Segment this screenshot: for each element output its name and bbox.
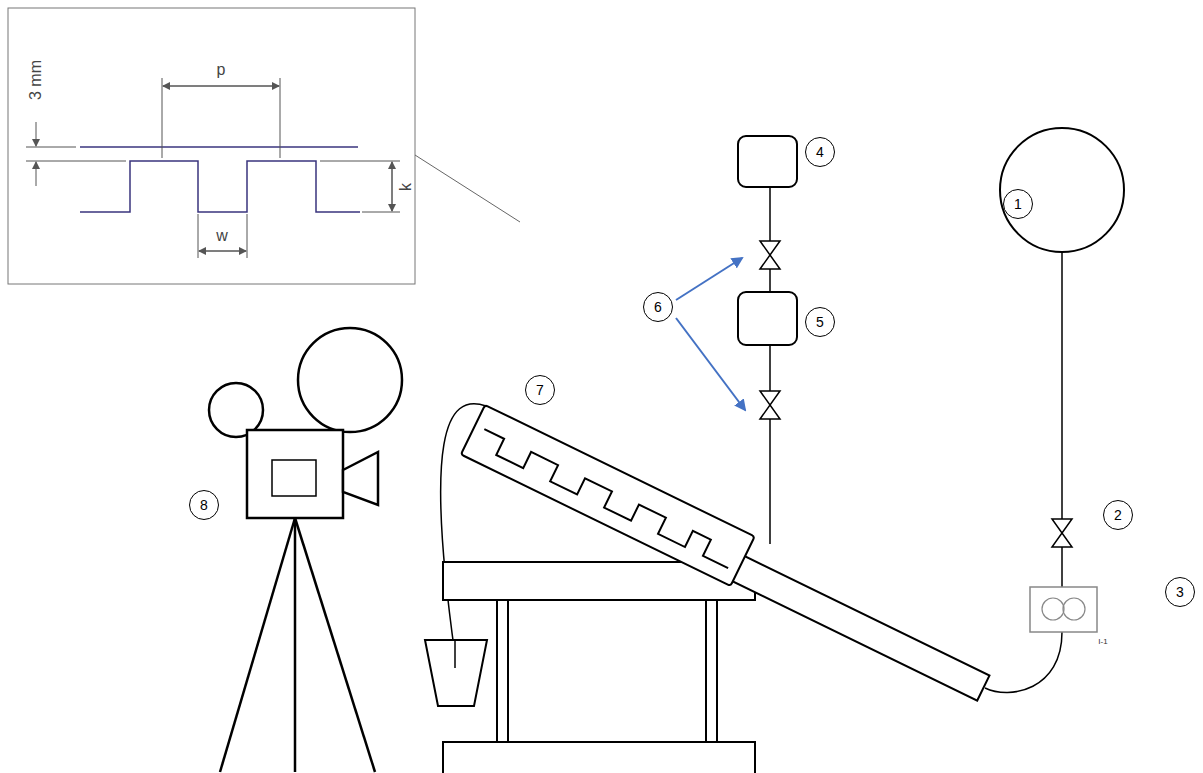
cover-plate: [80, 146, 358, 148]
dimension-label: w: [216, 228, 228, 244]
inset-frame: [8, 8, 415, 284]
callout-number: 6: [643, 292, 673, 322]
callout-number: 8: [189, 490, 219, 520]
callout-number: 2: [1103, 500, 1133, 530]
support-stand: [443, 562, 755, 773]
pointer-arrows: [676, 258, 745, 410]
valve-symbol: [760, 391, 780, 419]
callout-number: 1: [1003, 189, 1033, 219]
callout-number: 7: [525, 375, 555, 405]
test-channel: [461, 405, 999, 705]
pump: [1030, 587, 1097, 632]
dimension-lines: [26, 78, 400, 258]
camera: [209, 328, 402, 772]
vessel: [738, 136, 797, 187]
dimension-label: k: [398, 183, 414, 191]
callout-number: 4: [805, 137, 835, 167]
dimension-label: 3 mm: [28, 60, 44, 100]
vessel: [738, 292, 797, 345]
collection-bucket: [425, 640, 487, 706]
dimension-label: p: [217, 62, 226, 78]
leader-line: [415, 155, 520, 222]
valve-symbol: [760, 241, 780, 269]
water-tank: [1000, 128, 1124, 252]
valve-symbol: [1052, 519, 1072, 547]
callout-number: 3: [1165, 577, 1195, 607]
callout-number: 5: [805, 307, 835, 337]
rib-profile: [80, 161, 360, 212]
part-code: I-1: [1098, 638, 1107, 646]
pump-hose: [985, 632, 1062, 692]
